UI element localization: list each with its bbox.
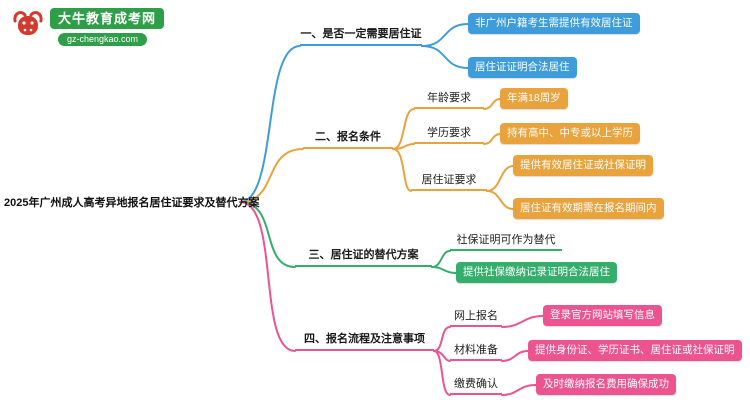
- branch-1-leaf-1: 非广州户籍考生需提供有效居住证: [468, 13, 640, 34]
- branch-3-label: 三、居住证的替代方案: [295, 248, 432, 267]
- branch-4-item-1-label: 网上报名: [450, 310, 502, 327]
- root-topic: 2025年广州成人高考异地报名居住证要求及替代方案: [4, 197, 260, 209]
- branch-1-leaf-2: 居住证证明合法居住: [468, 57, 577, 78]
- branch-1-label: 一、是否一定需要居住证: [300, 27, 422, 46]
- branch-2-item-2-value: 持有高中、中专或以上学历: [500, 123, 640, 144]
- branch-2-item-3-leaf-1: 提供有效居住证或社保证明: [513, 155, 653, 176]
- branch-2-item-2-label: 学历要求: [414, 127, 484, 144]
- logo-text: 大牛教育成考网 gz-chengkao.com: [50, 8, 165, 47]
- branch-3-leaf-1: 提供社保缴纳记录证明合法居住: [456, 262, 617, 283]
- site-url: gz-chengkao.com: [58, 33, 148, 46]
- site-name: 大牛教育成考网: [50, 8, 165, 29]
- branch-2-item-3-leaf-2: 居住证有效期需在报名期间内: [513, 198, 664, 219]
- site-logo: 大牛教育成考网 gz-chengkao.com: [10, 8, 165, 47]
- bull-logo-icon: [13, 11, 43, 35]
- branch-4-item-2-label: 材料准备: [450, 344, 502, 361]
- branch-2-item-1-label: 年龄要求: [414, 92, 484, 109]
- branch-4-item-2-value: 提供身份证、学历证书、居住证或社保证明: [528, 340, 742, 361]
- branch-4-item-3-label: 缴费确认: [450, 378, 502, 395]
- branch-4-item-3-value: 及时缴纳报名费用确保成功: [536, 374, 676, 395]
- branch-2-item-1-value: 年满18周岁: [500, 88, 568, 109]
- branch-2-item-3-label: 居住证要求: [411, 174, 487, 191]
- branch-3-item-1: 社保证明可作为替代: [450, 234, 562, 251]
- branch-2-label: 二、报名条件: [303, 130, 393, 149]
- branch-4-item-1-value: 登录官方网站填写信息: [543, 305, 662, 326]
- branch-4-label: 四、报名流程及注意事项: [295, 332, 434, 351]
